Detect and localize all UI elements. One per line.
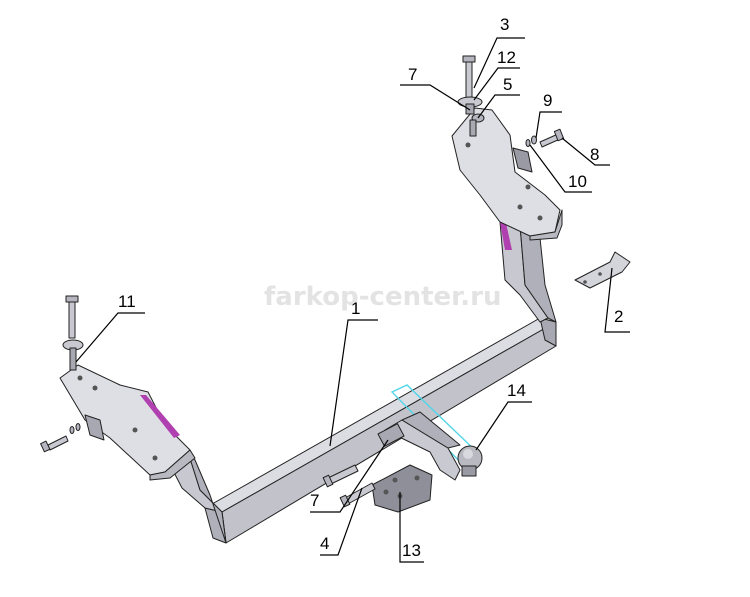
watermark: farkop-center.ru — [264, 282, 501, 312]
callout-12: 12 — [497, 48, 516, 67]
callout-11: 11 — [118, 292, 136, 311]
callout-5: 5 — [503, 75, 512, 94]
left-bracket — [59, 364, 227, 544]
callout-1: 1 — [351, 299, 360, 318]
callout-9: 9 — [543, 91, 552, 110]
callout-3: 3 — [500, 15, 509, 34]
crossbar — [204, 317, 557, 544]
socket-plate — [371, 464, 433, 513]
right-bracket — [451, 107, 563, 323]
support-bracket — [574, 251, 631, 289]
callout-10: 10 — [568, 172, 587, 191]
left-top-bolt-assembly — [62, 295, 84, 371]
callout-4: 4 — [320, 534, 329, 553]
callout-8: 8 — [590, 145, 599, 164]
side-bolt-assembly — [525, 128, 565, 148]
callout-7-top: 7 — [408, 65, 417, 84]
callout-labels: 3 12 7 5 9 8 10 2 11 1 14 7 4 13 — [118, 15, 623, 560]
callout-13: 13 — [402, 541, 421, 560]
callout-7-bottom: 7 — [310, 491, 319, 510]
callout-14: 14 — [507, 381, 526, 400]
callout-2: 2 — [614, 307, 623, 326]
left-side-bolt — [40, 423, 81, 453]
tow-ball-mount — [377, 384, 483, 481]
leader-lines — [75, 37, 630, 563]
